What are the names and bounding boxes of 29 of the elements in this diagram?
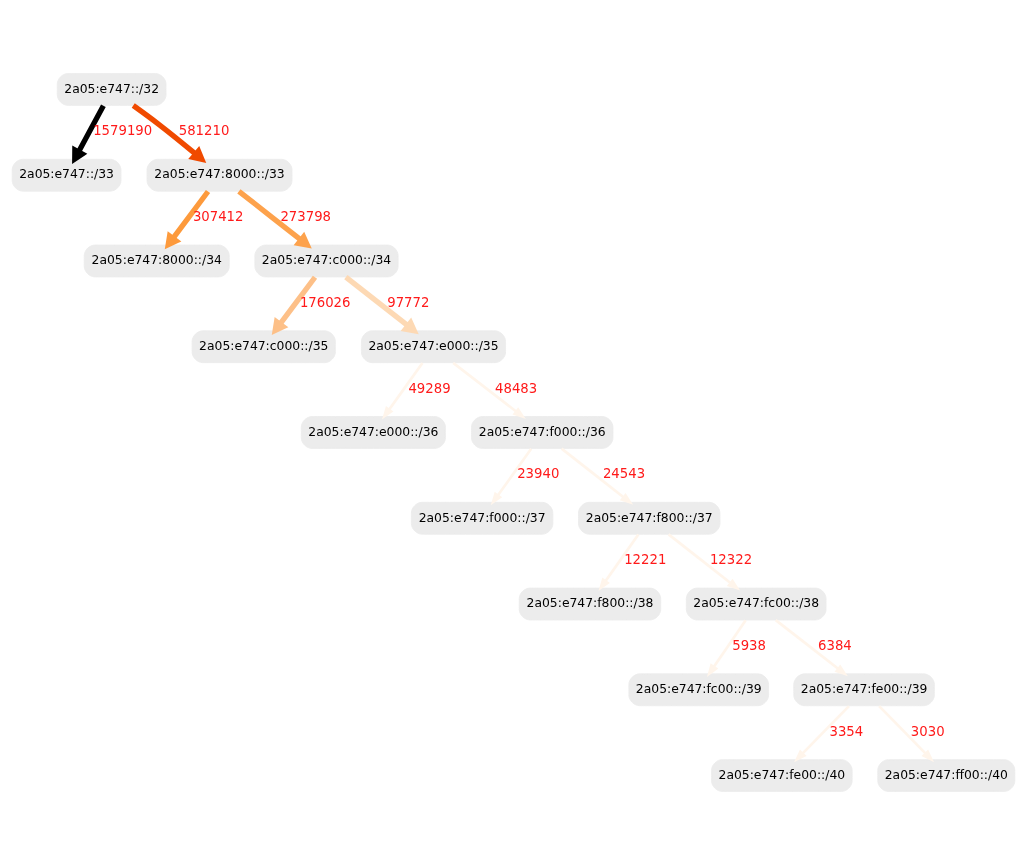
node-box: 2a05:e747:c000::/34	[254, 244, 399, 277]
edge-label: 24543	[602, 465, 646, 481]
node-box: 2a05:e747:8000::/33	[146, 158, 293, 192]
edge-label: 12322	[709, 551, 753, 567]
edge-label: 176026	[299, 294, 351, 310]
node-box: 2a05:e747:c000::/35	[191, 329, 336, 363]
arrow	[131, 102, 207, 163]
edge-label: 273798	[280, 208, 332, 224]
arrow	[72, 104, 106, 164]
node-box: 2a05:e747::/32	[56, 72, 167, 106]
edge-label: 12221	[624, 551, 667, 567]
edge-label: 581210	[178, 122, 230, 138]
edge-label: 1579190	[93, 122, 153, 138]
edge-label: 307412	[192, 208, 244, 224]
arrow	[237, 188, 312, 248]
node-box: 2a05:e747:e000::/35	[361, 329, 506, 363]
arrow	[164, 189, 211, 249]
edge-label: 3354	[829, 723, 864, 739]
edge-label: 6384	[818, 637, 852, 653]
node-box: 2a05:e747:8000::/34	[83, 244, 230, 277]
edge-label: 97772	[387, 294, 430, 310]
arrow	[344, 274, 419, 334]
edge-label: 49289	[408, 380, 451, 396]
edge-label: 3030	[910, 723, 945, 739]
arrow	[271, 275, 318, 335]
edge-label: 23940	[517, 465, 560, 481]
edge-label: 48483	[495, 380, 538, 396]
node-box: 2a05:e747::/33	[11, 158, 122, 192]
edge-label: 5938	[732, 637, 766, 653]
